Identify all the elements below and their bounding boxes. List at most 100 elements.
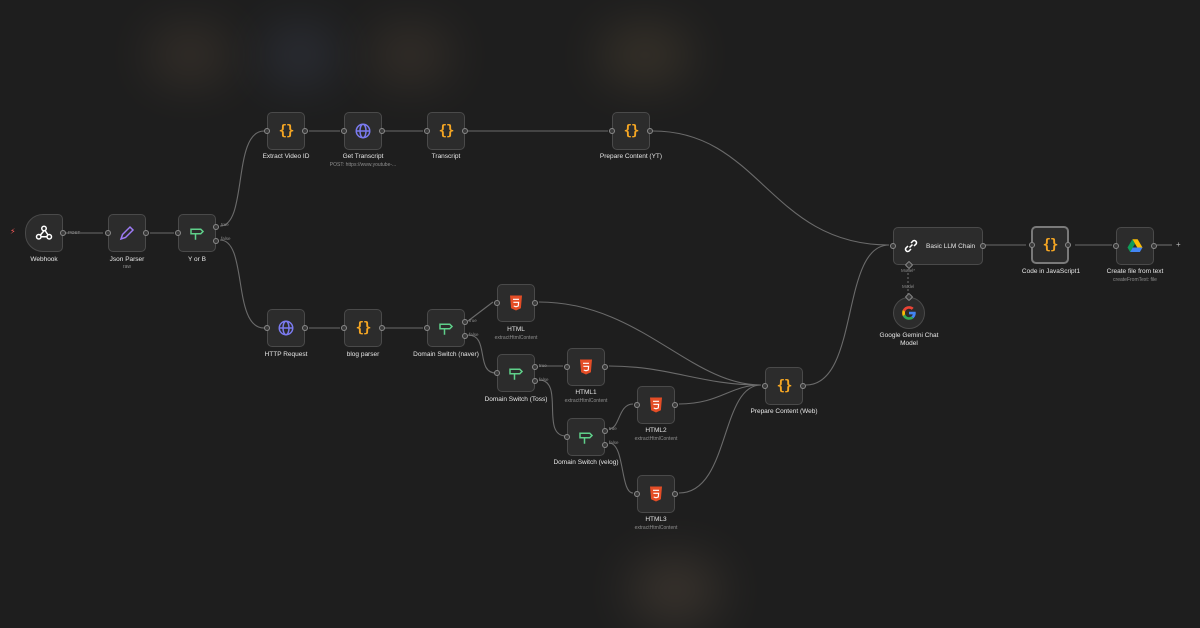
input-port[interactable] xyxy=(564,364,570,370)
node-create-file-from-text[interactable] xyxy=(1113,227,1157,265)
node-label: Y or B xyxy=(188,256,206,263)
node-label: Code in JavaScript1 xyxy=(1021,268,1081,275)
input-port[interactable] xyxy=(264,325,270,331)
output-port-false[interactable] xyxy=(602,442,608,448)
input-port[interactable] xyxy=(1029,242,1035,248)
node-label: Json Parser xyxy=(109,256,145,263)
output-port[interactable] xyxy=(379,128,385,134)
node-prepare-content-web[interactable]: {} xyxy=(762,367,806,405)
connection xyxy=(467,334,497,374)
node-get-transcript[interactable] xyxy=(341,112,385,150)
node-basic-llm-chain[interactable]: Basic LLM Chain xyxy=(890,227,986,270)
globe-icon xyxy=(355,123,371,139)
output-port-false[interactable] xyxy=(213,238,219,244)
code-icon: {} xyxy=(776,378,793,394)
node-label: HTML xyxy=(507,326,525,333)
input-port[interactable] xyxy=(264,128,270,134)
output-port[interactable] xyxy=(1065,242,1071,248)
output-port[interactable] xyxy=(302,128,308,134)
input-port[interactable] xyxy=(762,383,768,389)
node-html1[interactable] xyxy=(564,348,608,386)
node-prepare-content-yt[interactable]: {} xyxy=(609,112,653,150)
node-domain-switch-velog[interactable] xyxy=(564,418,608,456)
input-port[interactable] xyxy=(341,128,347,134)
output-port-true[interactable] xyxy=(462,319,468,325)
node-label: Domain Switch (velog) xyxy=(553,459,619,466)
node-label: Domain Switch (Toss) xyxy=(484,396,548,403)
node-label: HTML3 xyxy=(645,516,667,523)
node-title: Basic LLM Chain xyxy=(926,242,976,250)
pencil-icon xyxy=(119,225,135,241)
output-port[interactable] xyxy=(672,402,678,408)
connection xyxy=(538,379,567,437)
node-label: Domain Switch (naver) xyxy=(413,351,479,358)
node-code-in-javascript1[interactable]: {} xyxy=(1029,226,1071,264)
input-port[interactable] xyxy=(1113,243,1119,249)
node-blog-parser[interactable]: {} xyxy=(341,309,385,347)
output-port[interactable] xyxy=(302,325,308,331)
input-port[interactable] xyxy=(494,370,500,376)
output-port[interactable] xyxy=(532,300,538,306)
input-port[interactable] xyxy=(890,243,896,249)
globe-icon xyxy=(278,320,294,336)
switch-icon xyxy=(190,228,205,240)
output-port-true[interactable] xyxy=(213,224,219,230)
output-port-true[interactable] xyxy=(532,364,538,370)
output-port[interactable] xyxy=(60,230,66,236)
connection xyxy=(467,301,494,322)
output-port[interactable] xyxy=(672,491,678,497)
output-port[interactable] xyxy=(980,243,986,249)
html5-icon xyxy=(510,295,522,311)
input-port[interactable] xyxy=(494,300,500,306)
output-port[interactable] xyxy=(800,383,806,389)
node-label: Model xyxy=(900,340,918,347)
output-port[interactable] xyxy=(647,128,653,134)
input-port[interactable] xyxy=(424,325,430,331)
input-port[interactable] xyxy=(609,128,615,134)
node-json-parser[interactable] xyxy=(105,214,149,252)
input-port[interactable] xyxy=(634,402,640,408)
node-y-or-b[interactable] xyxy=(175,214,219,252)
node-google-gemini-chat-model[interactable] xyxy=(893,292,925,329)
node-domain-switch-toss[interactable] xyxy=(494,354,538,392)
input-port[interactable] xyxy=(564,434,570,440)
output-port-true[interactable] xyxy=(602,428,608,434)
output-port[interactable] xyxy=(143,230,149,236)
input-port[interactable] xyxy=(634,491,640,497)
output-port[interactable] xyxy=(379,325,385,331)
code-icon: {} xyxy=(623,123,640,139)
output-port[interactable] xyxy=(1151,243,1157,249)
node-http-request[interactable] xyxy=(264,309,308,347)
switch-icon xyxy=(579,432,594,444)
switch-icon xyxy=(439,323,454,335)
input-port[interactable] xyxy=(341,325,347,331)
node-transcript[interactable]: {} xyxy=(424,112,468,150)
node-html3[interactable] xyxy=(634,475,678,513)
port-label-false: false xyxy=(539,377,549,382)
port-label-model: Model* xyxy=(901,268,916,273)
node-domain-switch-naver[interactable] xyxy=(424,309,468,347)
node-html2[interactable] xyxy=(634,386,678,424)
port-label-true: true xyxy=(539,363,547,368)
input-port[interactable] xyxy=(424,128,430,134)
input-port[interactable] xyxy=(105,230,111,236)
node-webhook[interactable] xyxy=(25,214,66,252)
output-port-false[interactable] xyxy=(532,378,538,384)
port-label-false: false xyxy=(221,236,231,241)
output-port[interactable] xyxy=(462,128,468,134)
output-port[interactable] xyxy=(602,364,608,370)
code-icon: {} xyxy=(1042,237,1059,253)
google-icon xyxy=(902,306,916,320)
connection xyxy=(805,244,890,386)
add-node-button[interactable]: + xyxy=(1176,240,1181,249)
node-extract-video-id[interactable]: {} xyxy=(264,112,308,150)
link-icon xyxy=(904,239,918,253)
connection xyxy=(219,239,265,329)
connection xyxy=(652,130,890,246)
html5-icon xyxy=(650,486,662,502)
input-port[interactable] xyxy=(175,230,181,236)
output-port-false[interactable] xyxy=(462,333,468,339)
node-html[interactable] xyxy=(494,284,538,322)
